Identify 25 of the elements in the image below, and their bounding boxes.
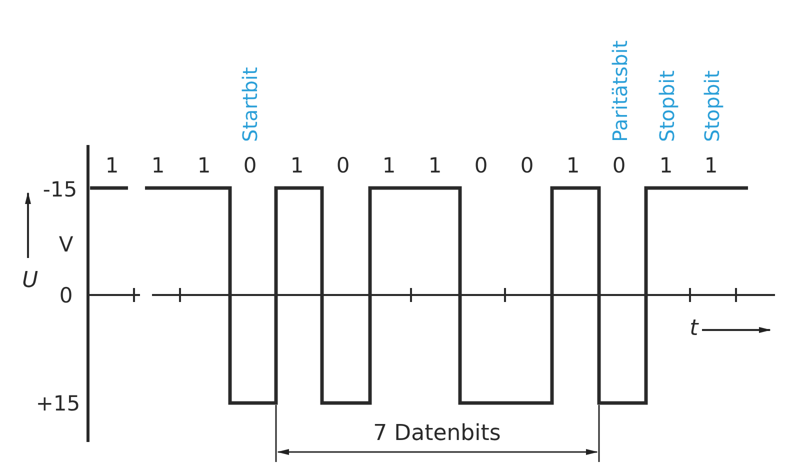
axis-tick-label: +15: [36, 394, 80, 414]
axis-label: t: [690, 318, 698, 340]
bit-annotation: Stopbit: [657, 70, 677, 142]
bit-value: 1: [105, 156, 119, 176]
axis-tick-label: -15: [42, 180, 78, 200]
bit-value: 1: [659, 156, 673, 176]
bit-value: 1: [151, 156, 165, 176]
bit-value: 1: [704, 156, 718, 176]
bit-annotation: Paritätsbit: [610, 40, 630, 142]
bit-value: 0: [474, 156, 488, 176]
bit-value: 0: [243, 156, 257, 176]
unit-label: V: [58, 234, 74, 256]
bit-value: 1: [382, 156, 396, 176]
bit-value: 1: [290, 156, 304, 176]
bit-annotation: Stopbit: [702, 70, 722, 142]
bit-annotation: Startbit: [240, 67, 260, 142]
axis-label: U: [22, 270, 38, 292]
axis-tick-label: 0: [59, 286, 73, 306]
bit-value: 1: [566, 156, 580, 176]
bit-value: 1: [197, 156, 211, 176]
bit-value: 0: [612, 156, 626, 176]
bit-value: 0: [336, 156, 350, 176]
bit-value: 1: [428, 156, 442, 176]
bit-value: 0: [520, 156, 534, 176]
dimension-label: 7 Datenbits: [373, 423, 501, 445]
